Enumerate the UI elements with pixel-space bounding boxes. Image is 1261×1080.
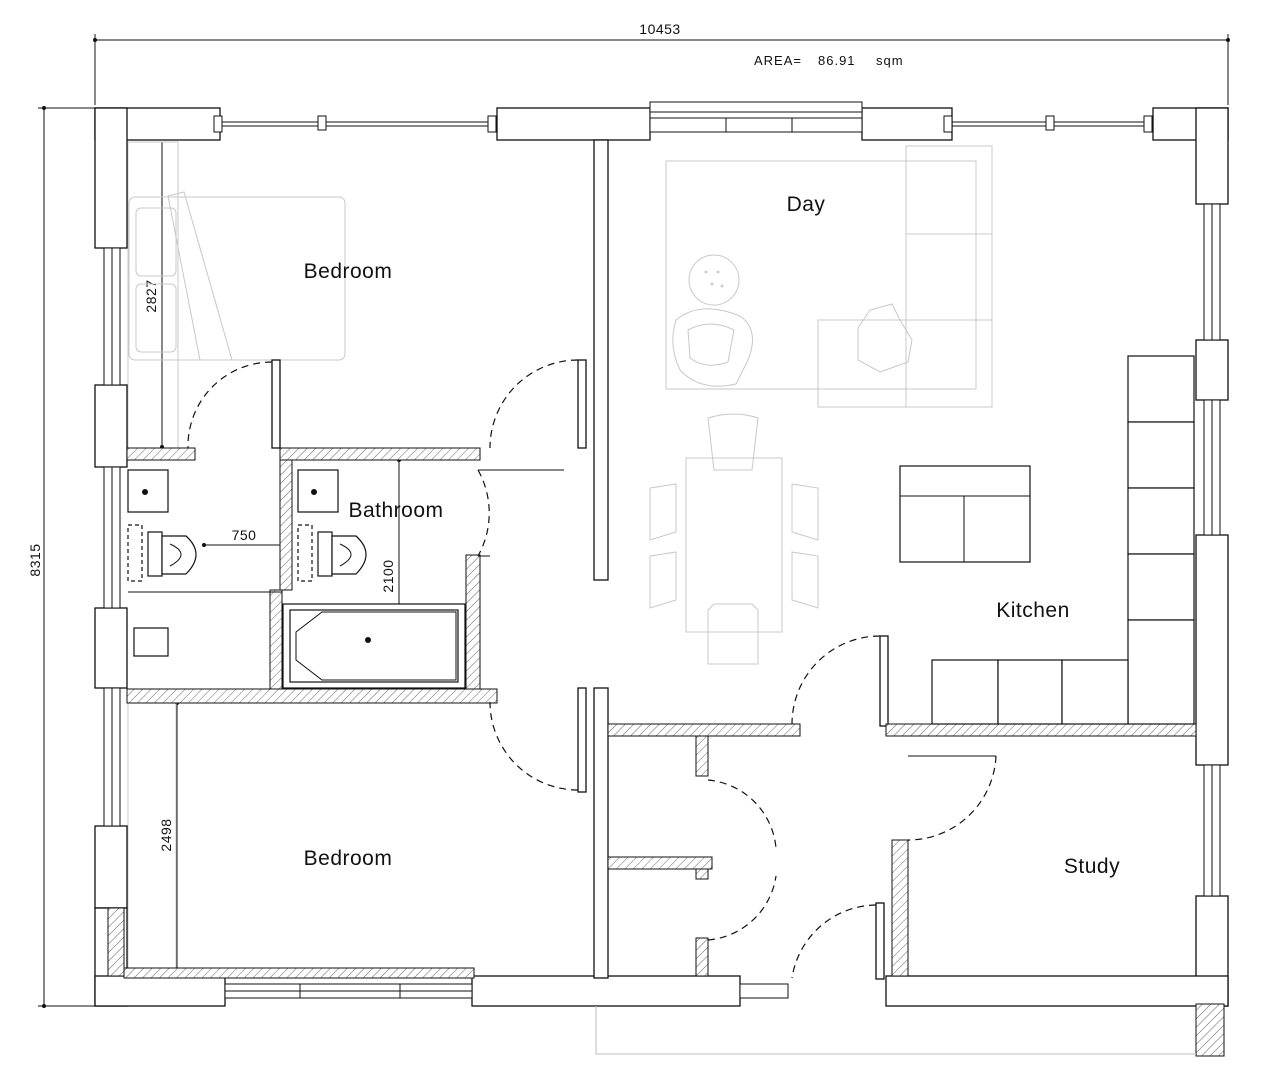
insulated-partitions <box>107 447 1225 1057</box>
doors <box>187 359 997 979</box>
overall-depth-label: 8315 <box>27 543 43 576</box>
area-label: AREA= <box>754 53 802 68</box>
wc-spacing-label: 750 <box>232 527 257 543</box>
area-value: 86.91 <box>818 53 856 68</box>
room-label-bathroom: Bathroom <box>348 499 443 522</box>
room-label-bedroom-top: Bedroom <box>304 260 393 283</box>
overall-width-label: 10453 <box>639 21 680 37</box>
bedroom1-width-label: 2827 <box>143 279 159 312</box>
external-outline <box>595 1006 1196 1055</box>
room-label-study: Study <box>1064 855 1120 878</box>
walls <box>94 107 1229 1007</box>
living-furniture <box>649 145 993 665</box>
bathroom-depth-label: 2100 <box>380 559 396 592</box>
room-label-bedroom-bottom: Bedroom <box>304 847 393 870</box>
bathroom-fixtures <box>127 469 466 689</box>
kitchen-units <box>899 355 1195 725</box>
room-label-kitchen: Kitchen <box>996 599 1070 622</box>
area-unit: sqm <box>876 53 904 68</box>
windows <box>103 101 1221 999</box>
area-annotation: AREA= 86.91 sqm <box>754 53 904 68</box>
room-label-day: Day <box>787 193 826 216</box>
bedroom2-width-label: 2498 <box>158 818 174 851</box>
